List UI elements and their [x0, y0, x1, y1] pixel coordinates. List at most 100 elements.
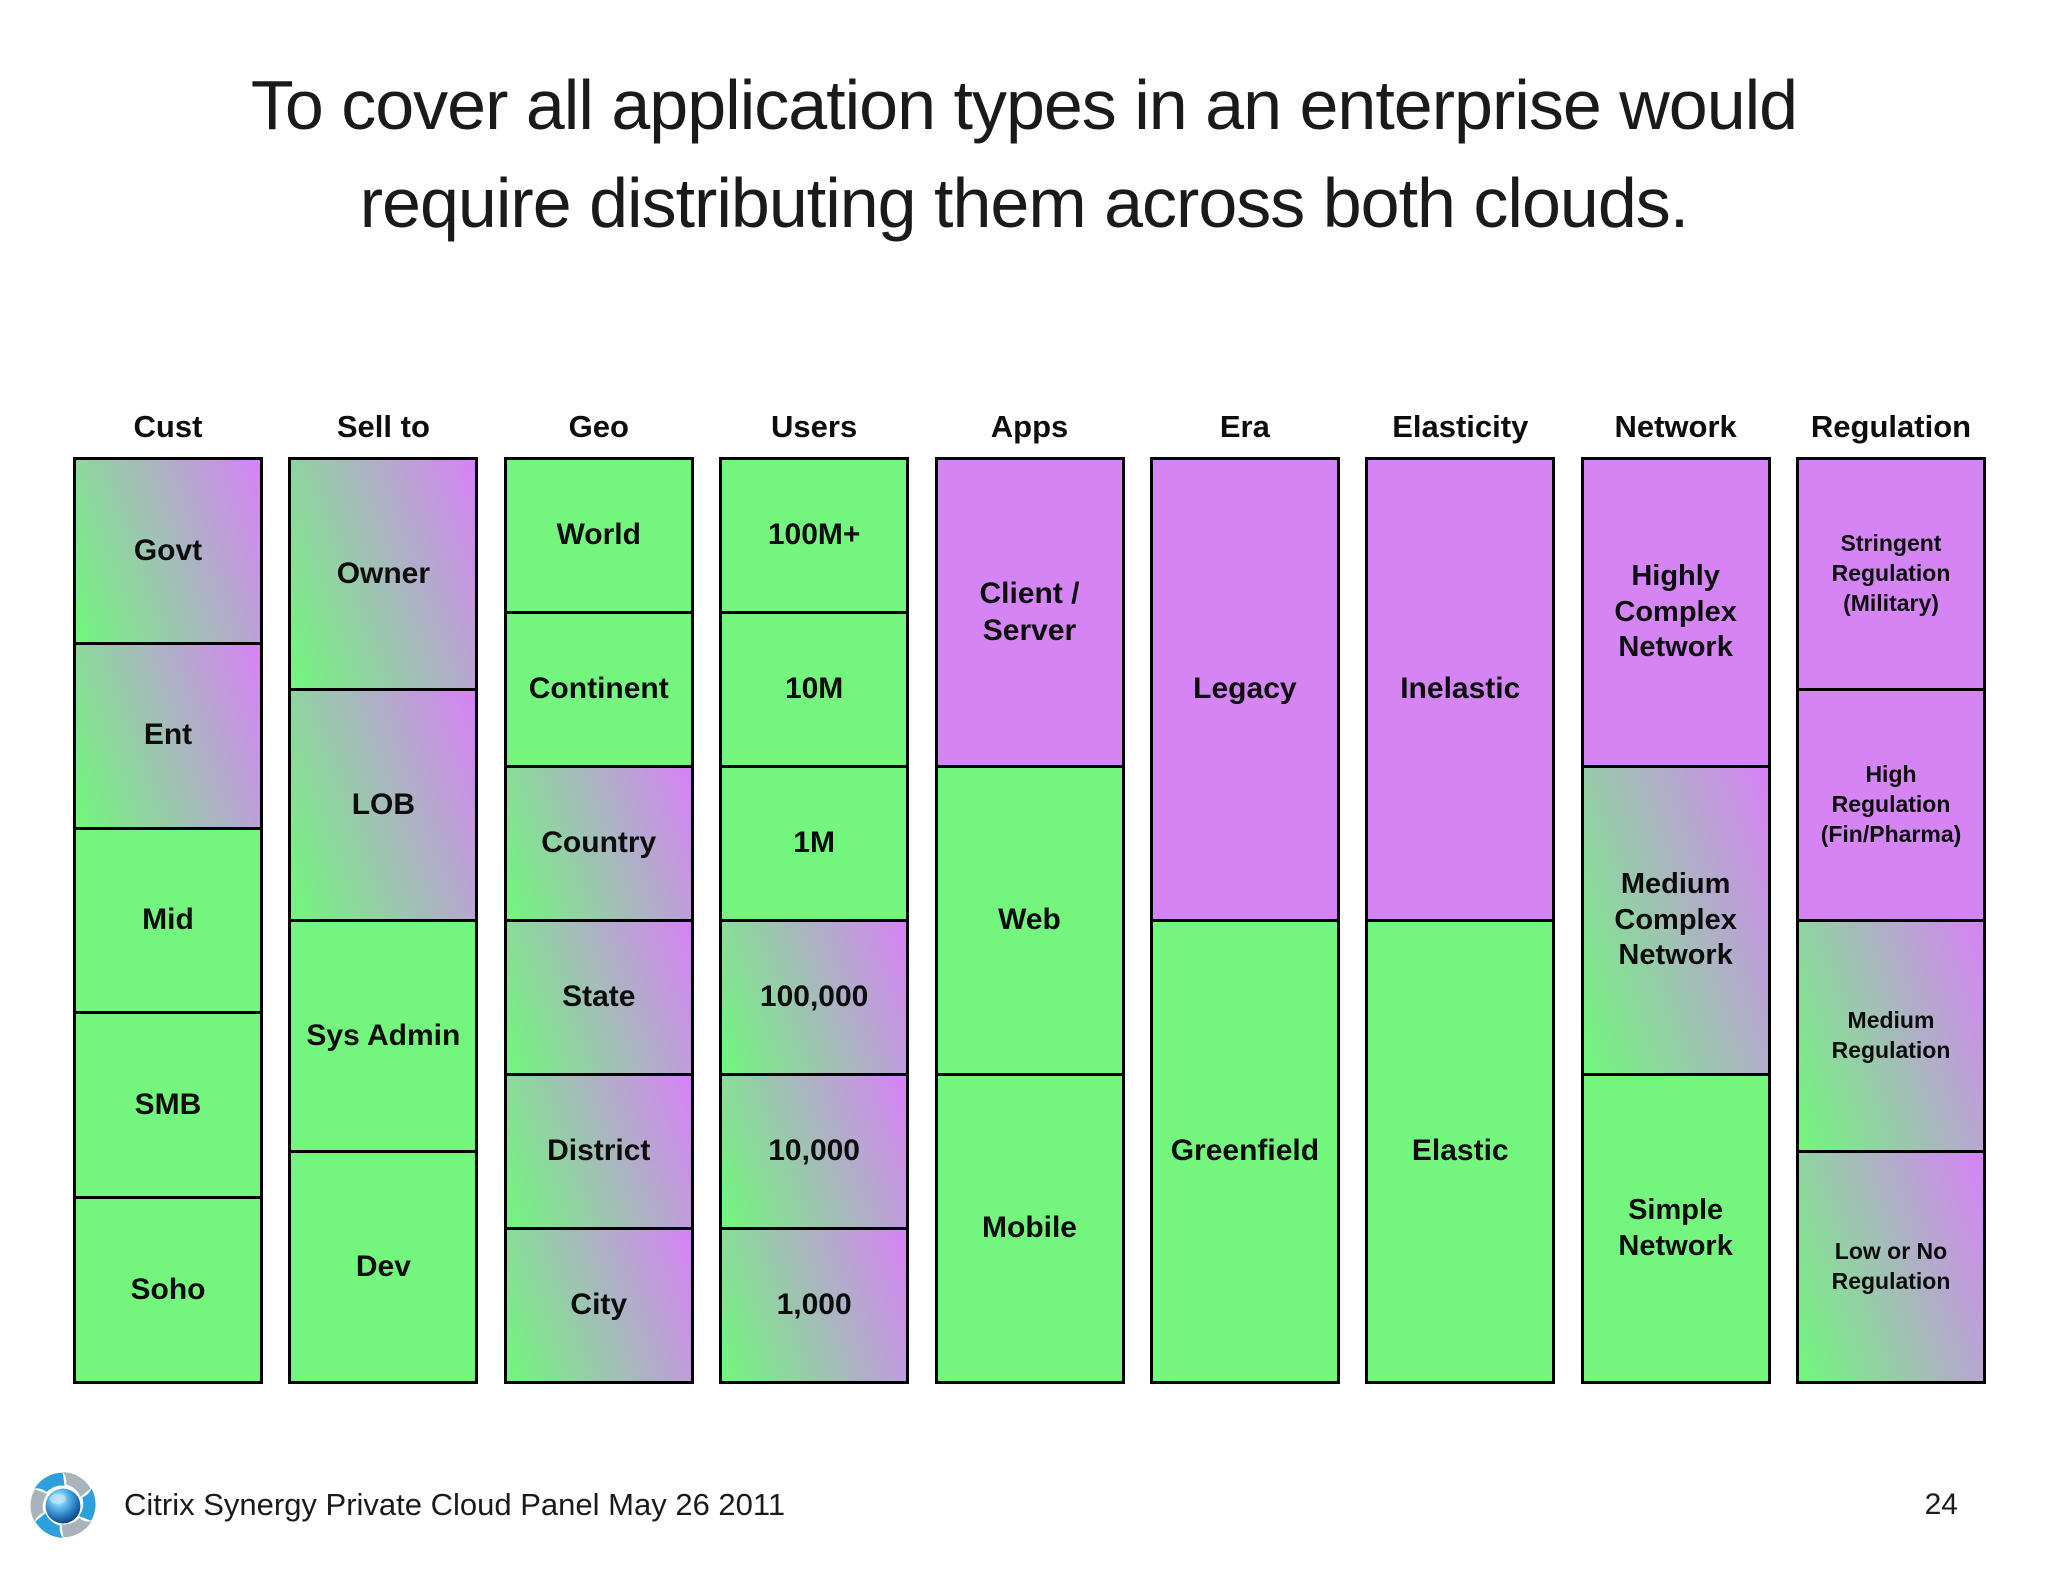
cell-10m: 10M	[722, 614, 907, 768]
column-stack-users: 100M+ 10M 1M 100,000 10,000 1,000	[719, 457, 910, 1384]
cell-mobile: Mobile	[937, 1076, 1122, 1381]
cell-medium-complex-network: Medium Complex Network	[1583, 768, 1768, 1076]
slide-title-line1: To cover all application types in an ent…	[250, 66, 1798, 144]
cell-low-or-no-regulation: Low or No Regulation	[1799, 1153, 1983, 1381]
cell-label: Greenfield	[1170, 1134, 1320, 1168]
cell-smb: SMB	[76, 1014, 260, 1200]
column-header-elasticity: Elasticity	[1392, 409, 1529, 444]
cell-label: Govt	[133, 533, 203, 567]
cell-label: 100,000	[759, 980, 869, 1014]
column-header-regulation: Regulation	[1810, 409, 1972, 444]
cell-label: City	[570, 1288, 628, 1322]
cell-label: Dev	[355, 1249, 411, 1283]
cell-client-server: Client / Server	[937, 460, 1122, 768]
cell-label: LOB	[351, 787, 416, 821]
cell-web: Web	[937, 768, 1122, 1076]
cell-label: Mobile	[982, 1211, 1077, 1245]
cell-1m: 1M	[722, 768, 907, 922]
cell-label: Inelastic	[1400, 672, 1521, 706]
cell-soho: Soho	[76, 1199, 260, 1381]
footer-caption: Citrix Synergy Private Cloud Panel May 2…	[124, 1487, 786, 1522]
cell-medium-regulation: Medium Regulation	[1799, 922, 1983, 1153]
cell-label: Sys Admin	[306, 1018, 461, 1052]
column-header-era: Era	[1219, 409, 1270, 444]
cell-label: Web	[998, 903, 1061, 937]
cell-label: SMB	[134, 1087, 202, 1121]
cell-label: World	[556, 518, 641, 552]
cell-label: Client / Server	[979, 576, 1080, 647]
cell-label: 10,000	[768, 1134, 860, 1168]
cell-highly-complex-network: Highly Complex Network	[1583, 460, 1768, 768]
cell-state: State	[506, 922, 691, 1076]
cell-label: Continent	[528, 672, 669, 706]
cell-simple-network: Simple Network	[1583, 1076, 1768, 1381]
cell-label: Elastic	[1411, 1134, 1509, 1168]
cell-lob: LOB	[291, 691, 476, 922]
cell-owner: Owner	[291, 460, 476, 691]
column-header-cust: Cust	[133, 409, 203, 444]
cell-ent: Ent	[76, 644, 260, 830]
cell-greenfield: Greenfield	[1152, 922, 1337, 1381]
column-header-geo: Geo	[568, 409, 629, 444]
cell-district: District	[506, 1076, 691, 1230]
cell-elastic: Elastic	[1368, 922, 1553, 1381]
column-header-apps: Apps	[990, 409, 1069, 444]
cell-label: District	[547, 1134, 651, 1168]
cell-label: Low or No Regulation	[1831, 1238, 1951, 1294]
cell-label: Medium Regulation	[1831, 1007, 1951, 1063]
cell-world: World	[506, 460, 691, 614]
cell-city: City	[506, 1230, 691, 1381]
cell-dev: Dev	[291, 1153, 476, 1381]
column-stack-regulation: Stringent Regulation (Military) High Regu…	[1796, 457, 1986, 1384]
cell-label: Highly Complex Network	[1614, 560, 1737, 664]
cell-label: Country	[541, 826, 657, 860]
cell-label: 10M	[784, 672, 844, 706]
cell-high-regulation-fin-pharma: High Regulation (Fin/Pharma)	[1799, 691, 1983, 922]
cell-label: Legacy	[1193, 672, 1297, 706]
slide-title: To cover all application types in an ent…	[0, 56, 2048, 252]
cell-continent: Continent	[506, 614, 691, 768]
column-users: Users 100M+ 10M 1M 100,000 10,000 1,000	[719, 399, 910, 1384]
column-header-users: Users	[771, 409, 858, 444]
citrix-swirl-logo	[30, 1472, 96, 1538]
cell-govt: Govt	[76, 460, 260, 645]
cell-legacy: Legacy	[1152, 460, 1337, 922]
cell-100-000: 100,000	[722, 922, 907, 1076]
column-header-sell-to: Sell to	[336, 409, 430, 444]
cell-label: State	[562, 980, 636, 1014]
cell-label: Owner	[336, 556, 431, 590]
cell-label: 1,000	[776, 1288, 852, 1322]
page-number: 24	[1924, 1488, 1958, 1521]
cell-label: Ent	[143, 718, 193, 752]
cell-label: Soho	[130, 1272, 206, 1306]
cell-label: Mid	[142, 903, 194, 937]
cell-1-000: 1,000	[722, 1230, 907, 1381]
cell-mid: Mid	[76, 829, 260, 1015]
cell-sys-admin: Sys Admin	[291, 922, 476, 1153]
slide-title-line2: require distributing them across both cl…	[359, 164, 1689, 242]
cell-label: Simple Network	[1618, 1194, 1733, 1262]
cell-stringent-regulation-military: Stringent Regulation (Military)	[1799, 460, 1983, 691]
column-header-network: Network	[1614, 409, 1737, 444]
cell-label: 100M+	[767, 518, 861, 552]
cell-label: High Regulation (Fin/Pharma)	[1820, 761, 1962, 847]
cell-10-000: 10,000	[722, 1076, 907, 1230]
cell-label: 1M	[793, 826, 835, 860]
cell-country: Country	[506, 768, 691, 922]
cell-label: Medium Complex Network	[1614, 868, 1737, 972]
